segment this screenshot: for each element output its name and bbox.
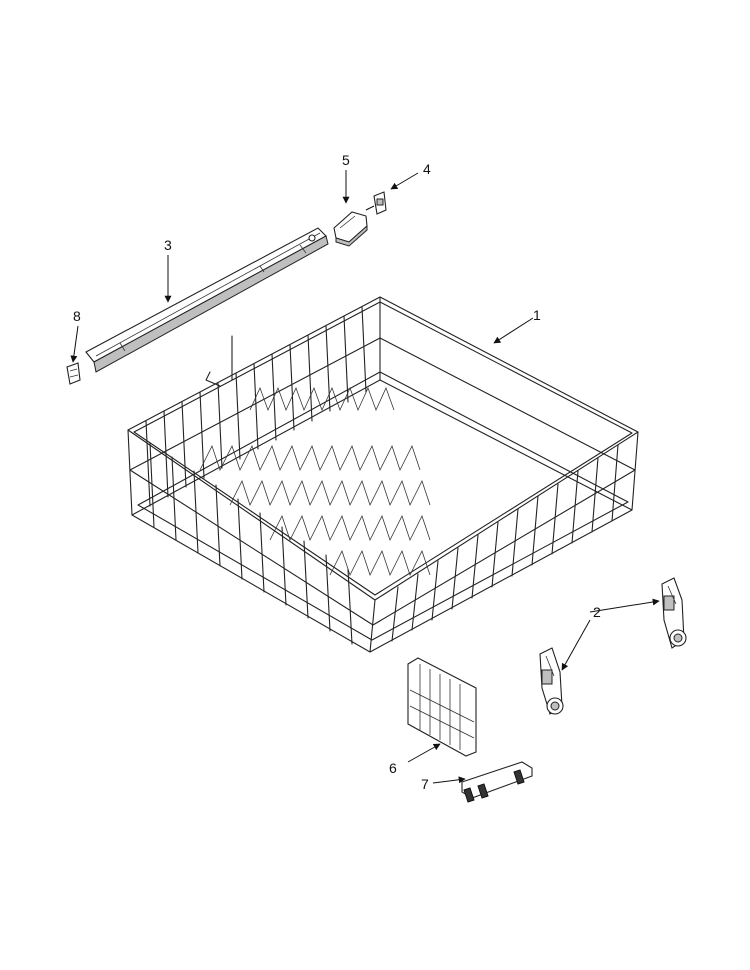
- callout-8: 8: [73, 308, 81, 324]
- rack-adjuster-right: [661, 577, 687, 649]
- callout-6: 6: [389, 760, 397, 776]
- track-rail: [85, 227, 329, 373]
- end-cap: [66, 362, 81, 385]
- basket-front-face-wires: [149, 442, 353, 645]
- dishrack-basket: [127, 296, 639, 653]
- rail-stop: [333, 211, 368, 247]
- leader-lines: [70, 170, 660, 784]
- rack-adjuster-left: [539, 647, 564, 715]
- callout-3: 3: [164, 237, 172, 253]
- callout-4: 4: [423, 161, 431, 177]
- callout-5: 5: [342, 152, 350, 168]
- rail-bumper: [461, 761, 533, 803]
- callout-1: 1: [533, 307, 541, 323]
- callout-7: 7: [421, 776, 429, 792]
- basket-tines: [199, 386, 431, 577]
- rail-clip: [365, 191, 387, 215]
- tine-insert: [407, 657, 477, 757]
- basket-left-side-wires: [127, 296, 381, 516]
- callout-2: 2: [593, 604, 601, 620]
- basket-right-side-wires: [369, 431, 639, 653]
